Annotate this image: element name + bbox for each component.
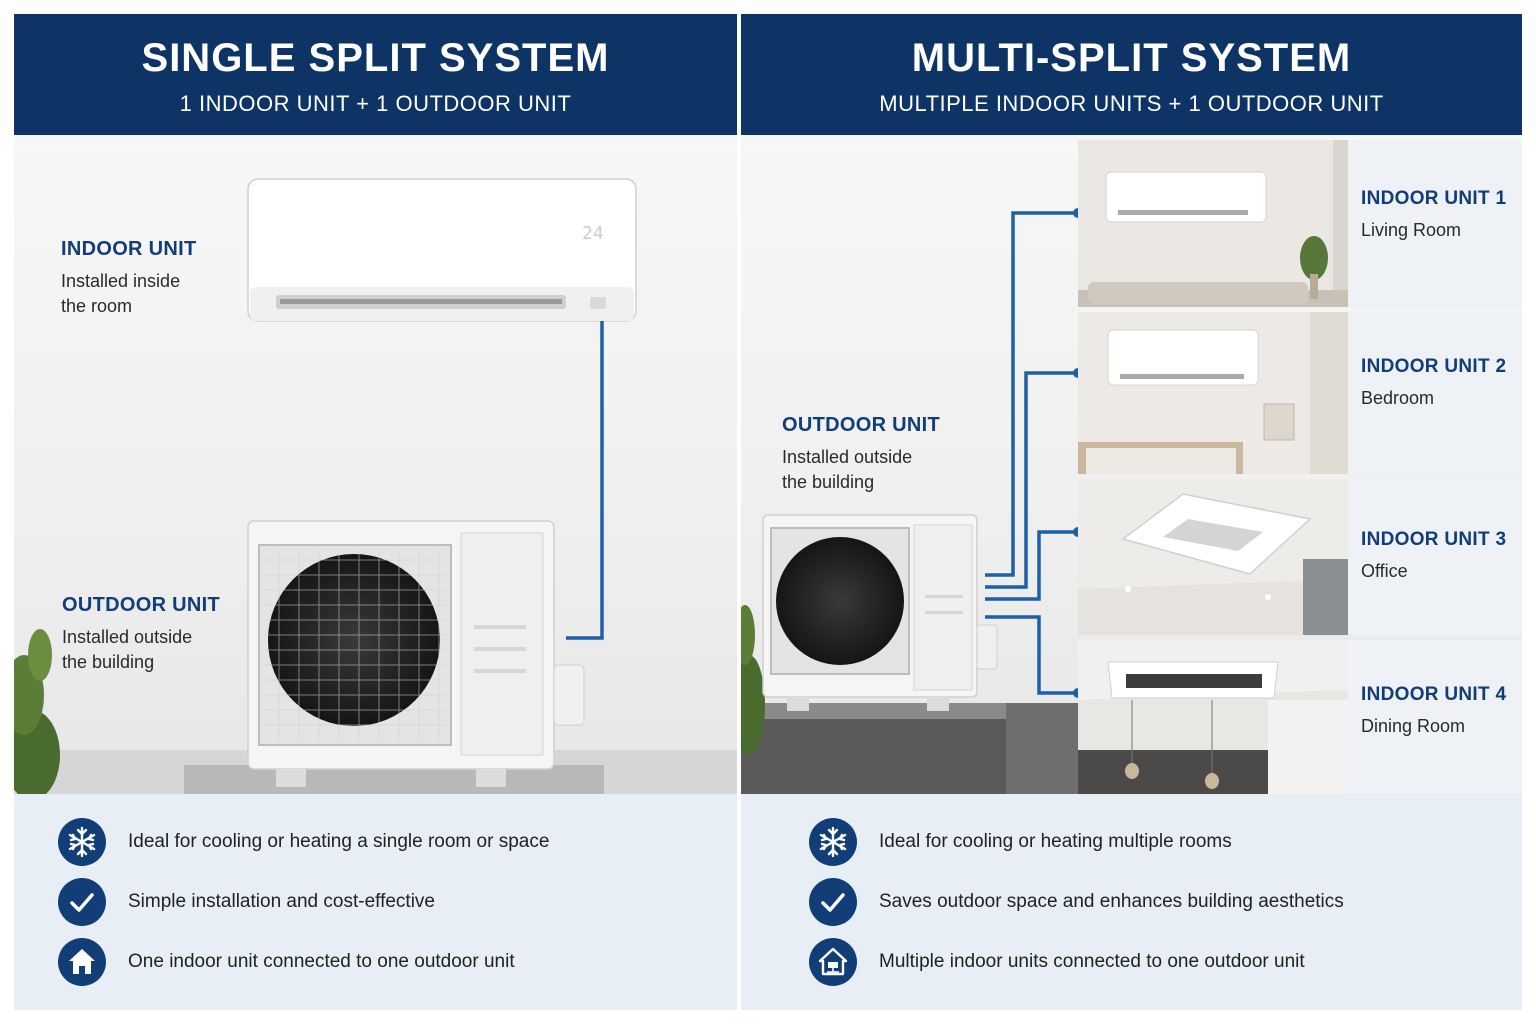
snowflake-icon <box>58 818 106 866</box>
multi-split-illustration: OUTDOOR UNIT Installed outside the build… <box>741 135 1522 794</box>
bedroom-photo <box>1078 312 1348 474</box>
indoor-unit-title: INDOOR UNIT 2 <box>1361 356 1507 377</box>
indoor-unit-row: INDOOR UNIT 4 Dining Room <box>1078 640 1522 794</box>
outdoor-unit-label: OUTDOOR UNIT Installed outside the build… <box>62 594 220 675</box>
shrub-icon <box>741 605 765 755</box>
shrub-icon <box>14 629 60 794</box>
indoor-unit-title: INDOOR UNIT 1 <box>1361 188 1507 209</box>
feature-text: Multiple indoor units connected to one o… <box>879 951 1305 972</box>
outdoor-desc-line2: the building <box>782 472 875 492</box>
indoor-unit-graphic <box>247 178 637 322</box>
multi-split-subtitle: MULTIPLE INDOOR UNITS + 1 OUTDOOR UNIT <box>879 91 1384 116</box>
indoor-unit-title: INDOOR UNIT 4 <box>1361 684 1507 705</box>
single-split-illustration: 24 INDOOR UNIT Installed inside the room… <box>14 135 737 794</box>
office-photo <box>1078 479 1348 635</box>
feature-text: Simple installation and cost-effective <box>128 891 435 912</box>
indoor-unit-row: INDOOR UNIT 3 Office <box>1078 479 1522 635</box>
indoor-unit-list: INDOOR UNIT 1 Living Room <box>1078 135 1522 794</box>
single-split-features: Ideal for cooling or heating a single ro… <box>14 794 737 1010</box>
outdoor-unit-label-title: OUTDOOR UNIT <box>782 414 941 436</box>
outdoor-unit-label-title: OUTDOOR UNIT <box>62 594 221 616</box>
single-split-subtitle: 1 INDOOR UNIT + 1 OUTDOOR UNIT <box>179 91 572 116</box>
single-split-title: SINGLE SPLIT SYSTEM <box>141 36 610 80</box>
multi-split-scene-graphic <box>741 208 1083 794</box>
multi-split-header: MULTI-SPLIT SYSTEM MULTIPLE INDOOR UNITS… <box>741 14 1522 135</box>
indoor-unit-label: INDOOR UNIT Installed inside the room <box>61 238 197 319</box>
temperature-display: 24 <box>582 223 604 244</box>
indoor-unit-title: INDOOR UNIT 3 <box>1361 529 1507 550</box>
single-split-scene-graphic <box>14 178 737 794</box>
indoor-unit-label-desc: Installed inside the room <box>61 269 197 319</box>
indoor-unit-room: Dining Room <box>1361 716 1466 736</box>
outdoor-unit-label-desc: Installed outside the building <box>62 625 220 675</box>
house-icon <box>58 938 106 986</box>
outdoor-desc-line2: the building <box>62 652 155 672</box>
indoor-unit-label-title: INDOOR UNIT <box>61 238 197 260</box>
indoor-desc-line1: Installed inside <box>61 271 181 291</box>
outdoor-desc-line1: Installed outside <box>62 627 193 647</box>
indoor-unit-row: INDOOR UNIT 2 Bedroom <box>1078 312 1522 474</box>
outdoor-unit-label-desc: Installed outside the building <box>782 445 940 495</box>
snowflake-icon <box>809 818 857 866</box>
indoor-unit-room: Living Room <box>1361 220 1462 240</box>
house-network-icon <box>809 938 857 986</box>
outdoor-unit-graphic <box>762 514 998 711</box>
indoor-unit-room: Bedroom <box>1361 388 1435 408</box>
multi-split-features: Ideal for cooling or heating multiple ro… <box>741 794 1522 1010</box>
single-split-header: SINGLE SPLIT SYSTEM 1 INDOOR UNIT + 1 OU… <box>14 14 737 135</box>
indoor-unit-row: INDOOR UNIT 1 Living Room <box>1078 140 1522 307</box>
checkmark-icon <box>58 878 106 926</box>
outdoor-unit-label: OUTDOOR UNIT Installed outside the build… <box>782 414 940 495</box>
indoor-unit-info: INDOOR UNIT 4 Dining Room <box>1361 684 1506 737</box>
refrigerant-pipes <box>985 211 1078 695</box>
indoor-unit-info: INDOOR UNIT 2 Bedroom <box>1361 356 1506 409</box>
checkmark-icon <box>809 878 857 926</box>
living-room-photo <box>1078 140 1348 307</box>
outdoor-desc-line1: Installed outside <box>782 447 913 467</box>
feature-text: Ideal for cooling or heating a single ro… <box>128 831 550 852</box>
indoor-unit-room: Office <box>1361 561 1408 581</box>
indoor-unit-info: INDOOR UNIT 1 Living Room <box>1361 188 1506 241</box>
multi-split-panel: MULTI-SPLIT SYSTEM MULTIPLE INDOOR UNITS… <box>741 14 1522 1010</box>
indoor-desc-line2: the room <box>61 296 133 316</box>
feature-text: Ideal for cooling or heating multiple ro… <box>879 831 1232 852</box>
dining-room-photo <box>1078 640 1348 794</box>
multi-split-title: MULTI-SPLIT SYSTEM <box>911 36 1352 80</box>
indoor-unit-info: INDOOR UNIT 3 Office <box>1361 529 1506 582</box>
single-split-panel: SINGLE SPLIT SYSTEM 1 INDOOR UNIT + 1 OU… <box>14 14 737 1010</box>
outdoor-unit-graphic <box>247 520 585 787</box>
feature-text: One indoor unit connected to one outdoor… <box>128 951 515 972</box>
feature-text: Saves outdoor space and enhances buildin… <box>879 891 1344 912</box>
